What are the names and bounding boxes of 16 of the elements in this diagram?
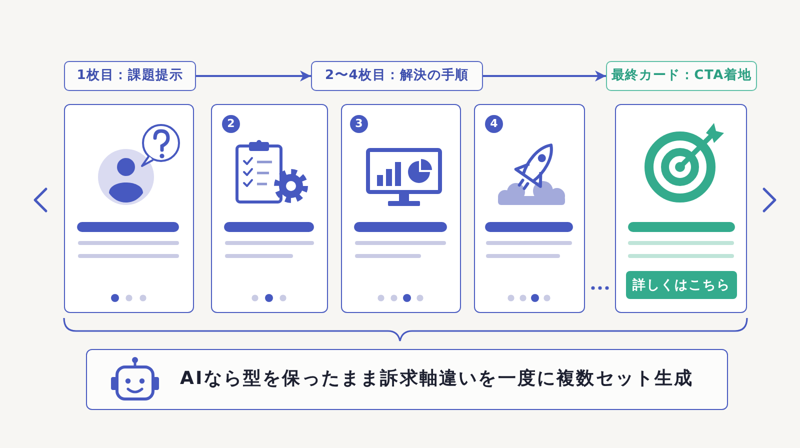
carousel-card <box>615 104 747 313</box>
step-number: 2 <box>222 115 240 133</box>
carousel-card <box>341 104 461 313</box>
stage-label: 2〜4枚目：解決の手順 <box>311 61 483 91</box>
step-number: 3 <box>350 115 368 133</box>
stage-label: 1枚目：課題提示 <box>64 61 196 91</box>
carousel-card <box>211 104 328 313</box>
carousel-card <box>64 104 194 313</box>
arrow <box>483 70 606 82</box>
stage-label: 最終カード：CTA着地 <box>606 61 757 91</box>
summary-text: AIなら型を保ったまま訴求軸違いを一度に複数セット生成 <box>180 367 694 391</box>
step-number: 4 <box>485 115 503 133</box>
cta-button: 詳しくはこちら <box>626 271 737 299</box>
summary-panel <box>86 349 728 410</box>
arrow <box>196 70 311 82</box>
carousel-card <box>474 104 585 313</box>
